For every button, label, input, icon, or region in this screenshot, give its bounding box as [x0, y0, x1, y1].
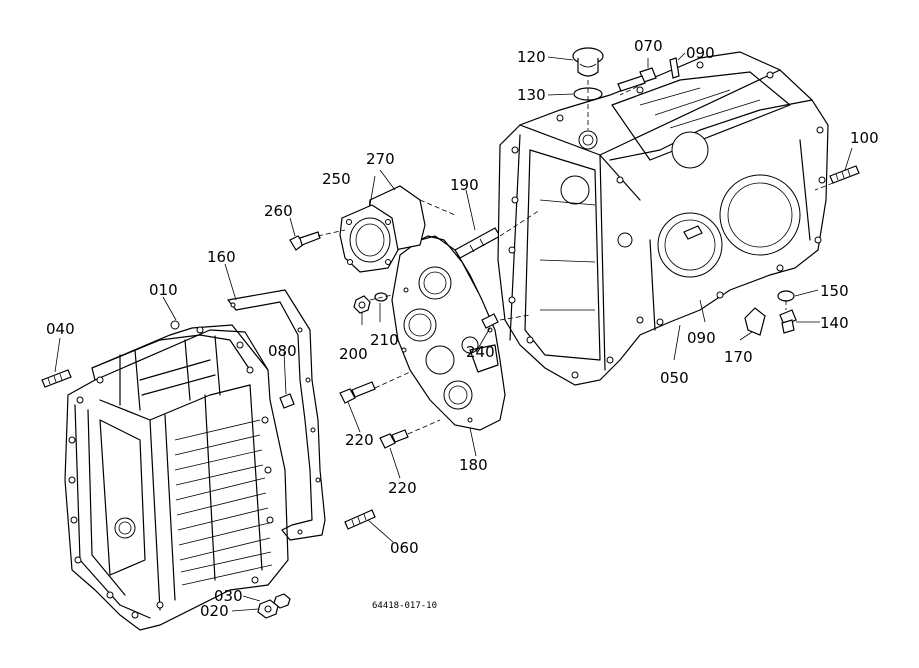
- label-130: 130: [517, 86, 546, 104]
- label-120: 120: [517, 48, 546, 66]
- stud-100: [829, 165, 860, 184]
- label-050: 050: [660, 369, 689, 387]
- dowel-pin-080: [279, 393, 295, 409]
- leader-lines: [54, 52, 853, 612]
- label-200: 200: [339, 345, 368, 363]
- cover-250-gasket-270: [339, 185, 426, 273]
- label-150: 150: [820, 282, 849, 300]
- label-190: 190: [450, 176, 479, 194]
- gasket-160: [227, 289, 326, 541]
- label-100: 100: [850, 129, 879, 147]
- label-210: 210: [370, 331, 399, 349]
- drawing-number: 64418-017-10: [372, 601, 437, 611]
- right-transmission-case: [497, 51, 829, 386]
- mid-plate-180: [391, 235, 506, 431]
- magnet-170: [744, 307, 766, 336]
- pin-190: [454, 227, 501, 259]
- plug-120: [572, 47, 604, 77]
- part-labels: 120 130 070 090 100 150 140 170 090 050 …: [46, 37, 879, 620]
- nut-200-washer-210: [353, 292, 388, 314]
- pin-090-top: [669, 57, 680, 79]
- label-250: 250: [322, 170, 351, 188]
- label-040: 040: [46, 320, 75, 338]
- pin-240: [481, 313, 499, 329]
- label-140: 140: [820, 314, 849, 332]
- bolt-260: [289, 231, 321, 251]
- label-080: 080: [268, 342, 297, 360]
- plug-140: [779, 309, 797, 334]
- label-170: 170: [724, 348, 753, 366]
- bolt-230: [339, 381, 376, 404]
- stud-040: [41, 369, 72, 388]
- label-230: 220: [345, 431, 374, 449]
- label-030: 030: [214, 587, 243, 605]
- label-180: 180: [459, 456, 488, 474]
- bolt-220: [379, 429, 409, 449]
- stud-060: [344, 509, 376, 530]
- washer-150: [777, 290, 795, 302]
- label-020: 020: [200, 602, 229, 620]
- label-010: 010: [149, 281, 178, 299]
- label-160: 160: [207, 248, 236, 266]
- label-240: 240: [466, 343, 495, 361]
- nuts-020-030: [257, 593, 291, 619]
- label-220: 220: [388, 479, 417, 497]
- label-060: 060: [390, 539, 419, 557]
- pin-090-lower: [683, 225, 703, 240]
- left-transmission-case: [64, 320, 289, 631]
- label-260: 260: [264, 202, 293, 220]
- label-090-top: 090: [686, 44, 715, 62]
- label-070: 070: [634, 37, 663, 55]
- label-270: 270: [366, 150, 395, 168]
- label-090-lower: 090: [687, 329, 716, 347]
